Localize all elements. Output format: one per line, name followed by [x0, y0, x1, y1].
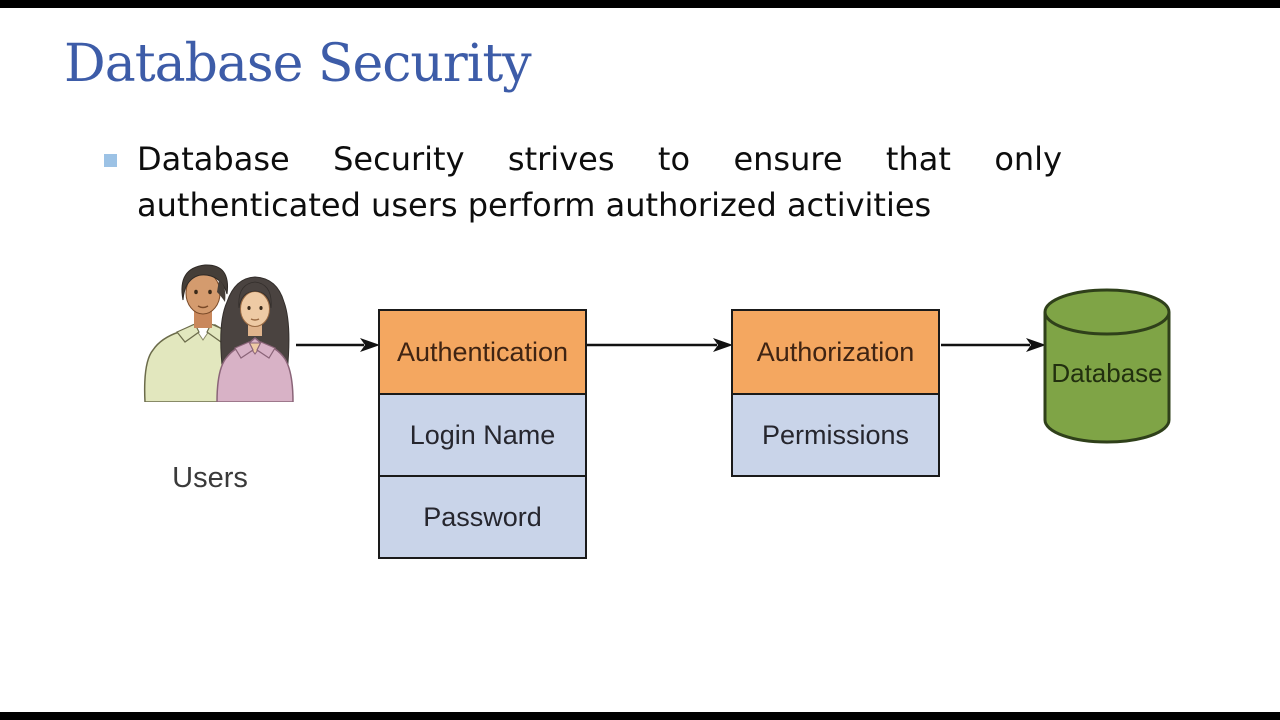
login-name-row: Login Name	[380, 395, 585, 475]
permissions-row: Permissions	[733, 395, 938, 475]
authorization-box: Authorization Permissions	[731, 309, 940, 477]
authentication-box: Authentication Login Name Password	[378, 309, 587, 559]
top-letterbox-bar	[0, 0, 1280, 8]
bullet-square-icon	[104, 154, 117, 167]
arrow-authentication-to-authorization	[587, 338, 733, 352]
password-row: Password	[380, 475, 585, 557]
database-label: Database	[1051, 358, 1163, 388]
users-illustration	[143, 264, 294, 402]
users-label: Users	[172, 462, 248, 494]
database-cylinder-icon	[1043, 288, 1171, 444]
arrow-users-to-authentication	[296, 338, 380, 352]
authorization-header: Authorization	[733, 311, 938, 395]
arrow-authorization-to-database	[941, 338, 1046, 352]
authentication-header: Authentication	[380, 311, 585, 395]
bullet-text: Database Security strives to ensure that…	[137, 140, 1062, 225]
slide-title: Database Security	[64, 34, 532, 94]
bottom-letterbox-bar	[0, 712, 1280, 720]
woman-figure	[216, 276, 294, 402]
